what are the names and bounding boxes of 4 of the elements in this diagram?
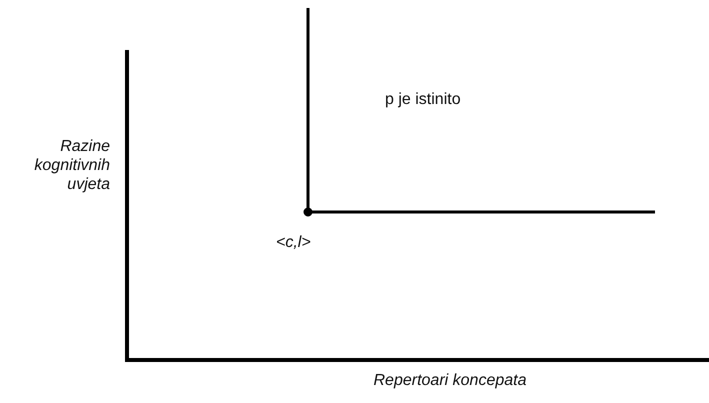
axis-title: Repertoari koncepata	[372, 371, 528, 390]
axis-title: Razine kognitivnih uvjeta	[33, 137, 110, 194]
point-label: <c,l>	[276, 233, 311, 252]
region-label: p je istinito	[385, 90, 461, 109]
